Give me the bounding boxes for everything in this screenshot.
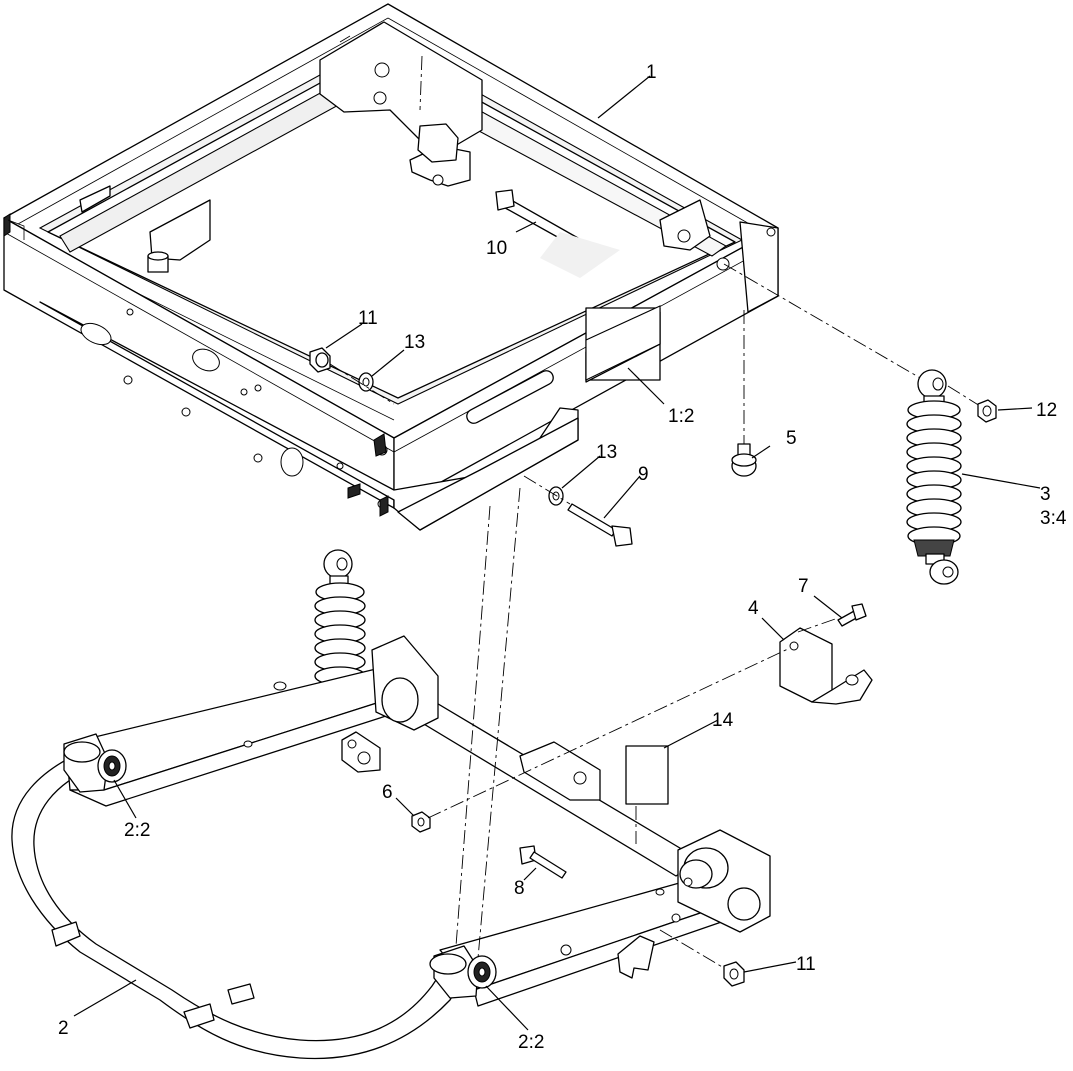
washer-13-upper	[358, 372, 374, 392]
bumper-5	[731, 443, 757, 477]
seat-frame	[3, 3, 779, 531]
callout-7: 7	[798, 576, 809, 597]
callout-6: 6	[382, 782, 393, 803]
callout-10: 10	[486, 238, 507, 259]
callout-2-2-lower: 2:2	[518, 1032, 544, 1053]
callout-14: 14	[712, 710, 734, 731]
callout-13-lower: 13	[596, 442, 617, 463]
bolt-10	[495, 189, 620, 278]
callout-9: 9	[638, 464, 649, 485]
nut-12	[977, 399, 997, 423]
callout-12: 12	[1036, 400, 1057, 421]
callout-8: 8	[514, 878, 525, 899]
callout-13-upper: 13	[404, 332, 425, 353]
callout-2-2-upper: 2:2	[124, 820, 150, 841]
bolt-7	[837, 603, 867, 627]
decal-14	[625, 745, 669, 805]
callout-4: 4	[748, 598, 759, 619]
callout-labels: 1 1:2 2 2:2 2:2 3 3:4 4 5 6 7 8 9 10 11 …	[58, 62, 1067, 1053]
callout-5: 5	[786, 428, 797, 449]
bolt-8	[519, 845, 567, 879]
callout-1: 1	[646, 62, 657, 83]
callout-11-lower: 11	[796, 954, 816, 975]
callout-2: 2	[58, 1018, 69, 1039]
shock-3-right	[906, 369, 962, 585]
callout-1-2: 1:2	[668, 406, 694, 427]
nut-11-lower	[723, 961, 745, 987]
nut-11-upper	[309, 347, 331, 373]
bolt-9	[567, 503, 633, 547]
lower-frame	[11, 635, 771, 1060]
leader-lines	[73, 75, 1041, 1031]
bracket-4	[779, 627, 873, 705]
coil-spring-right	[906, 400, 962, 546]
callout-3-4: 3:4	[1040, 508, 1067, 529]
nut-6	[411, 811, 431, 833]
callout-11-upper: 11	[358, 308, 378, 329]
callout-3: 3	[1040, 484, 1051, 505]
